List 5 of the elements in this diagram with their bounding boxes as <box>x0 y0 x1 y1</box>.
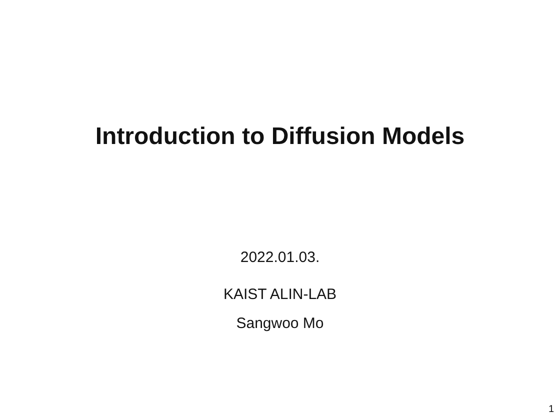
subtitle-text: 2022.01.03. <box>240 249 320 266</box>
subtitle-text: KAIST ALIN-LAB <box>223 286 337 303</box>
subtitle-text: Sangwoo Mo <box>236 315 324 332</box>
page-number: 1 <box>548 403 554 417</box>
slide-title: Introduction to Diffusion Models <box>94 122 466 152</box>
